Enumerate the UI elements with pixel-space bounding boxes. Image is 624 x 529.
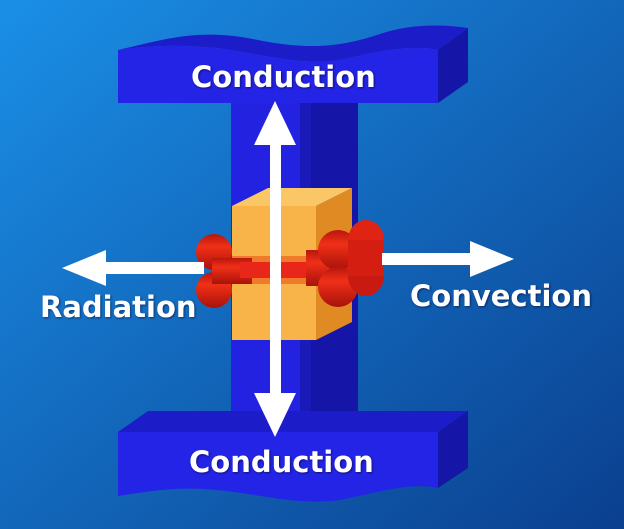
heat-source-right-lobe-bottom [318, 267, 358, 307]
vertical-arrow-head-up [254, 101, 296, 145]
top-flange-front-face [118, 45, 438, 103]
top-flange-side-face [438, 28, 468, 103]
radiation-label: Radiation [40, 290, 197, 324]
vertical-arrow-shaft [270, 140, 281, 400]
fireproofing-top [232, 188, 352, 206]
right-arrow-shaft [382, 253, 478, 265]
left-arrow-head [62, 250, 106, 286]
heat-source-center-bar [240, 262, 324, 278]
top-flange-top-face [118, 25, 468, 62]
heat-source [196, 220, 384, 308]
conduction-top-label: Conduction [191, 60, 376, 94]
bottom-flange-top-face [118, 411, 468, 432]
vertical-arrow-head-down [254, 393, 296, 437]
conduction-bottom-label: Conduction [189, 445, 374, 479]
right-arrow-head [470, 241, 514, 277]
bottom-flange-front-face [118, 432, 438, 502]
arrows [62, 101, 514, 437]
heat-source-right-cap-bar [348, 240, 384, 276]
left-arrow-shaft [100, 262, 204, 274]
bottom-flange-side-face [438, 411, 468, 488]
convection-label: Convection [410, 279, 592, 313]
